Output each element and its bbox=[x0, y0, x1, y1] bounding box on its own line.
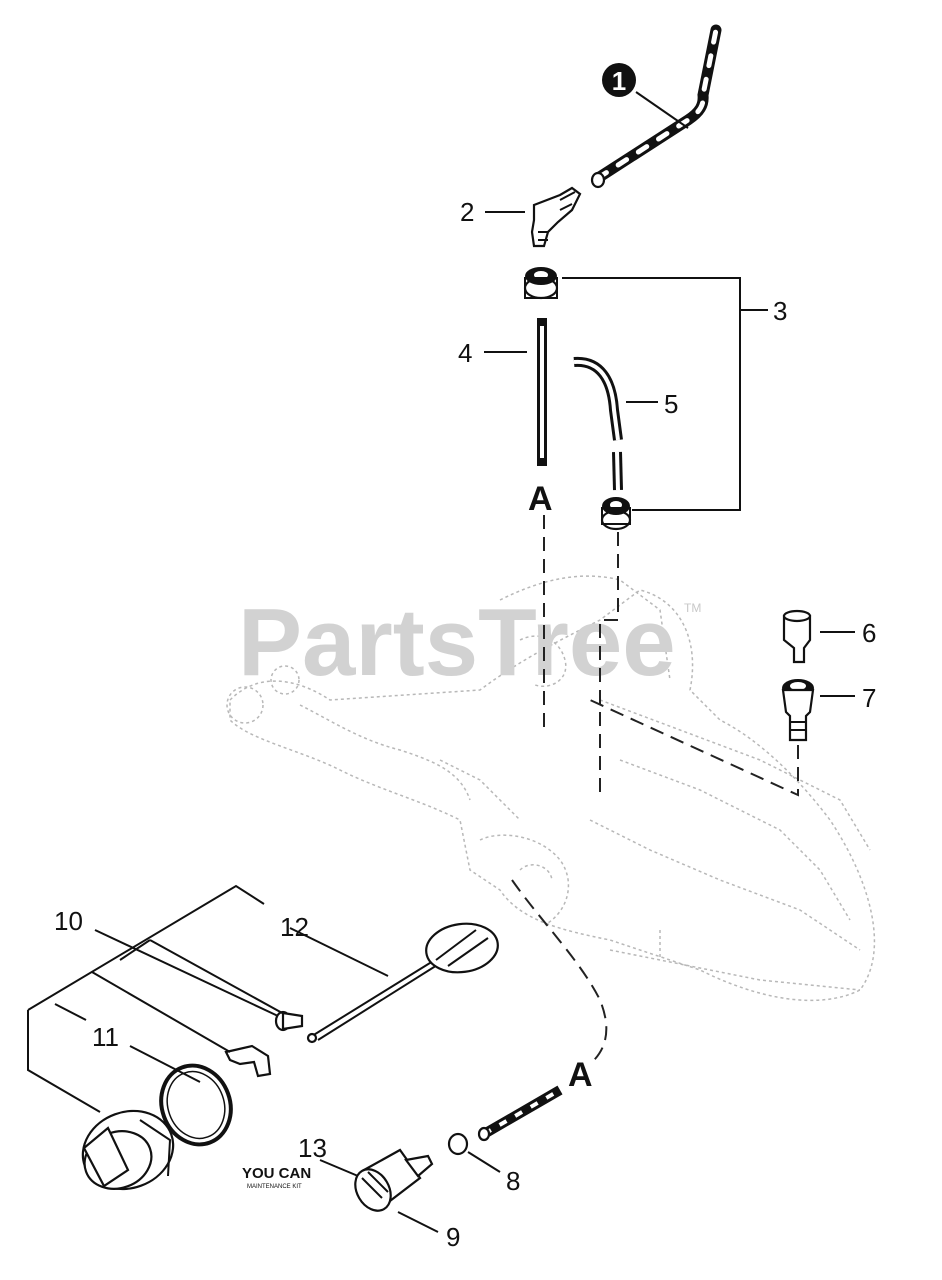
part-10-screw bbox=[274, 1010, 304, 1032]
part-12-strap bbox=[306, 922, 499, 1044]
part-1-fuel-line bbox=[590, 24, 722, 189]
reference-a-top: A bbox=[528, 480, 553, 518]
part-fuel-cap bbox=[81, 1109, 175, 1191]
callout-13: 13 bbox=[298, 1133, 327, 1163]
part-7-fitting bbox=[781, 679, 815, 742]
callout-6: 6 bbox=[862, 618, 876, 648]
watermark: PartsTree bbox=[238, 589, 676, 696]
engine-housing-ghost bbox=[226, 575, 876, 1002]
callout-5: 5 bbox=[664, 389, 678, 419]
callout-11: 11 bbox=[92, 1022, 119, 1052]
part-9-fuel-filter bbox=[354, 1148, 434, 1212]
part-clip bbox=[224, 1044, 272, 1078]
leader-lines bbox=[27, 211, 855, 1233]
kit-logo-brand: YOU CAN bbox=[242, 1165, 311, 1182]
part-8-washer bbox=[447, 1132, 469, 1156]
part-5-fuel-line-curved bbox=[573, 356, 623, 491]
callout-3: 3 bbox=[773, 296, 787, 326]
part-4-fuel-line-straight bbox=[537, 318, 547, 466]
callout-7: 7 bbox=[862, 683, 876, 713]
kit-logo-subtitle: MAINTENANCE KIT bbox=[247, 1184, 302, 1190]
part-6-vent-plug bbox=[782, 609, 812, 664]
routing-lines bbox=[511, 515, 799, 1065]
maintenance-kit-logo: YOU CAN MAINTENANCE KIT bbox=[242, 1165, 311, 1190]
callout-1-label: 1 bbox=[612, 66, 626, 96]
callout-2: 2 bbox=[460, 197, 474, 227]
callout-9: 9 bbox=[446, 1222, 460, 1252]
callout-12: 12 bbox=[280, 912, 309, 942]
part-2-elbow-fitting bbox=[530, 186, 582, 248]
watermark-tm: TM bbox=[684, 601, 701, 615]
pickup-line bbox=[477, 1085, 563, 1142]
part-3-grommet-upper bbox=[523, 267, 559, 300]
part-3-grommet-lower bbox=[600, 497, 632, 531]
reference-a-bottom: A bbox=[568, 1056, 593, 1094]
callout-8: 8 bbox=[506, 1166, 520, 1196]
callout-10: 10 bbox=[54, 906, 83, 936]
callout-1: 1 bbox=[602, 63, 689, 129]
callout-4: 4 bbox=[458, 338, 472, 368]
